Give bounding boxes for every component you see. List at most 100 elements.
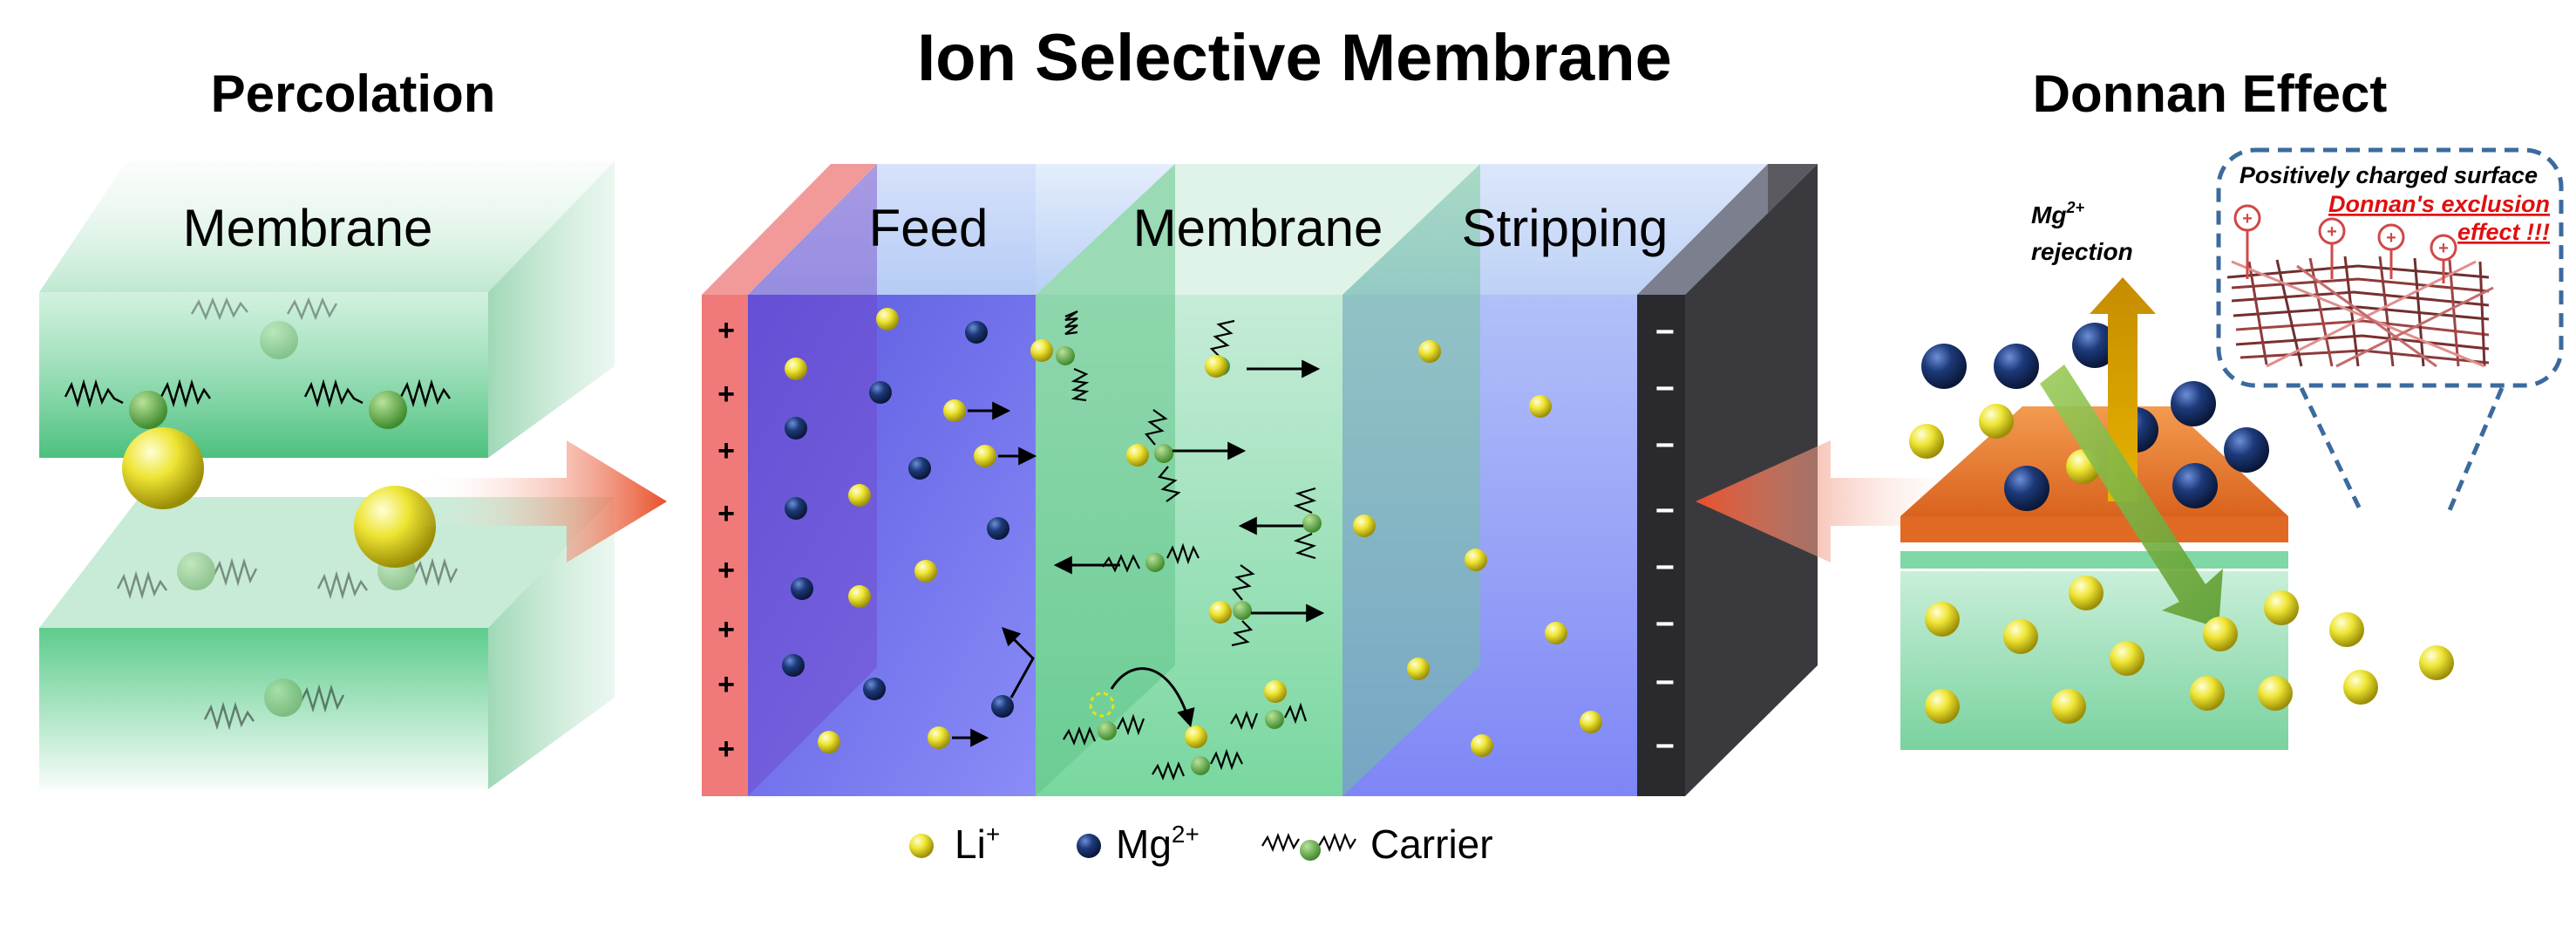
- mg-ion: [908, 457, 931, 480]
- cathode-signs: − − − − − − − −: [1655, 314, 1675, 765]
- mg-ion: [2004, 466, 2049, 511]
- li-ion: [1353, 515, 1376, 537]
- flow-arrow: [1110, 667, 1195, 728]
- stripping-li-ions: [1353, 340, 1602, 757]
- feed-label: Feed: [869, 199, 989, 257]
- plus-sign: +: [717, 434, 735, 467]
- feed-mg-ions: [782, 321, 1014, 718]
- surface-li-ions: [1909, 404, 2101, 484]
- callout-leader: [2447, 387, 2505, 511]
- mg-rejection-label-2: rejection: [2031, 238, 2133, 265]
- li-ion: [1418, 340, 1441, 363]
- mg-ion: [785, 417, 807, 440]
- plus-charge-icon: [2318, 217, 2346, 245]
- li-ion: [818, 731, 840, 753]
- feed-arrows: [952, 401, 1037, 747]
- li-ion: [785, 358, 807, 380]
- mg-ion: [2171, 381, 2216, 426]
- carrier: [1063, 713, 1145, 746]
- interlayer: [1900, 551, 2288, 569]
- svg-text:+: +: [2386, 228, 2396, 248]
- minus-sign: −: [1655, 665, 1675, 701]
- li-ion: [1580, 711, 1602, 733]
- svg-text:+: +: [2242, 209, 2253, 228]
- donnan-exclusion-label-2: effect !!!: [2457, 219, 2550, 245]
- carrier: [116, 552, 258, 600]
- li-ion: [2343, 670, 2378, 705]
- plus-charge-icon: [2233, 204, 2261, 232]
- li-ion: [943, 399, 966, 422]
- legend: Li+ Mg2+ Carrier: [909, 821, 1493, 867]
- li-ion: [2264, 590, 2299, 625]
- flow-arrow: [1002, 627, 1035, 699]
- li-ion: [1030, 339, 1053, 362]
- vacant-site: [1089, 692, 1115, 718]
- plus-sign: +: [717, 733, 735, 766]
- mg-ion: [987, 517, 1009, 540]
- anode-plate: [702, 295, 748, 796]
- legend-carrier-label: Carrier: [1370, 821, 1493, 867]
- cell-panel: Feed Membrane Stripping + + + + + + + + …: [702, 164, 1818, 796]
- li-ion: [1209, 601, 1232, 624]
- percolation-panel: Membrane: [39, 161, 667, 789]
- li-ion: [2329, 612, 2364, 647]
- mg-ion: [2172, 463, 2218, 508]
- anode-signs: + + + + + + + +: [717, 314, 735, 766]
- mg-ion: [1921, 344, 1967, 389]
- mg-ion: [1994, 344, 2039, 389]
- minus-sign: −: [1655, 493, 1675, 529]
- li-ion: [1909, 424, 1944, 459]
- li-ion: [1407, 658, 1430, 680]
- plus-sign: +: [717, 668, 735, 701]
- legend-mg-swatch: [1077, 834, 1101, 858]
- minus-sign: −: [1655, 371, 1675, 407]
- li-ion: [2190, 676, 2225, 711]
- membrane-carriers: [1056, 310, 1322, 781]
- feed-li-ions: [785, 308, 996, 753]
- li-ion: [2003, 619, 2038, 654]
- mg-ion: [869, 381, 892, 404]
- li-ion: [974, 445, 996, 467]
- li-ion: [2203, 617, 2238, 651]
- li-ion: [1529, 395, 1552, 418]
- li-ion: [2110, 641, 2144, 676]
- svg-text:+: +: [2327, 222, 2337, 242]
- li-permeation-arrow: [2040, 365, 2223, 628]
- minus-sign: −: [1655, 606, 1675, 643]
- carrier: [203, 678, 345, 731]
- legend-li-swatch: [909, 834, 934, 858]
- positively-charged-surface-label: Positively charged surface: [2240, 162, 2538, 188]
- stripping-label: Stripping: [1462, 199, 1669, 257]
- lower-membrane-block: [39, 497, 615, 789]
- cathode-plate: [1637, 295, 1685, 796]
- plus-charge-icon: [2377, 223, 2405, 251]
- li-ion: [1126, 444, 1149, 467]
- feed-partition: [748, 164, 877, 796]
- li-ion: [122, 427, 204, 509]
- legend-carrier-swatch: [1261, 832, 1356, 861]
- plus-charge-icon: [2430, 234, 2457, 262]
- callout-leader: [2299, 386, 2365, 516]
- base-li-ions: [1925, 576, 2454, 724]
- percolation-membrane-label: Membrane: [183, 199, 433, 257]
- mg-ion: [785, 497, 807, 520]
- mg-ion: [863, 678, 886, 700]
- upper-membrane-block: [39, 161, 615, 458]
- li-ion: [914, 560, 937, 583]
- li-ion: [1205, 355, 1227, 378]
- li-ion: [1545, 622, 1567, 644]
- minus-sign: −: [1655, 427, 1675, 464]
- carrier: [303, 378, 452, 429]
- carrier: [1152, 748, 1243, 781]
- transport-arrow-left: [1696, 440, 1979, 562]
- plus-sign: +: [717, 613, 735, 646]
- li-ion: [1185, 726, 1207, 748]
- mg-ion: [2072, 323, 2117, 368]
- minus-sign: −: [1655, 314, 1675, 351]
- mg-rejection-label: Mg2+: [2031, 199, 2084, 228]
- legend-li-label: Li+: [955, 821, 1000, 867]
- minus-sign: −: [1655, 549, 1675, 586]
- mg-ion: [991, 695, 1014, 718]
- cell-membrane-label: Membrane: [1133, 199, 1383, 257]
